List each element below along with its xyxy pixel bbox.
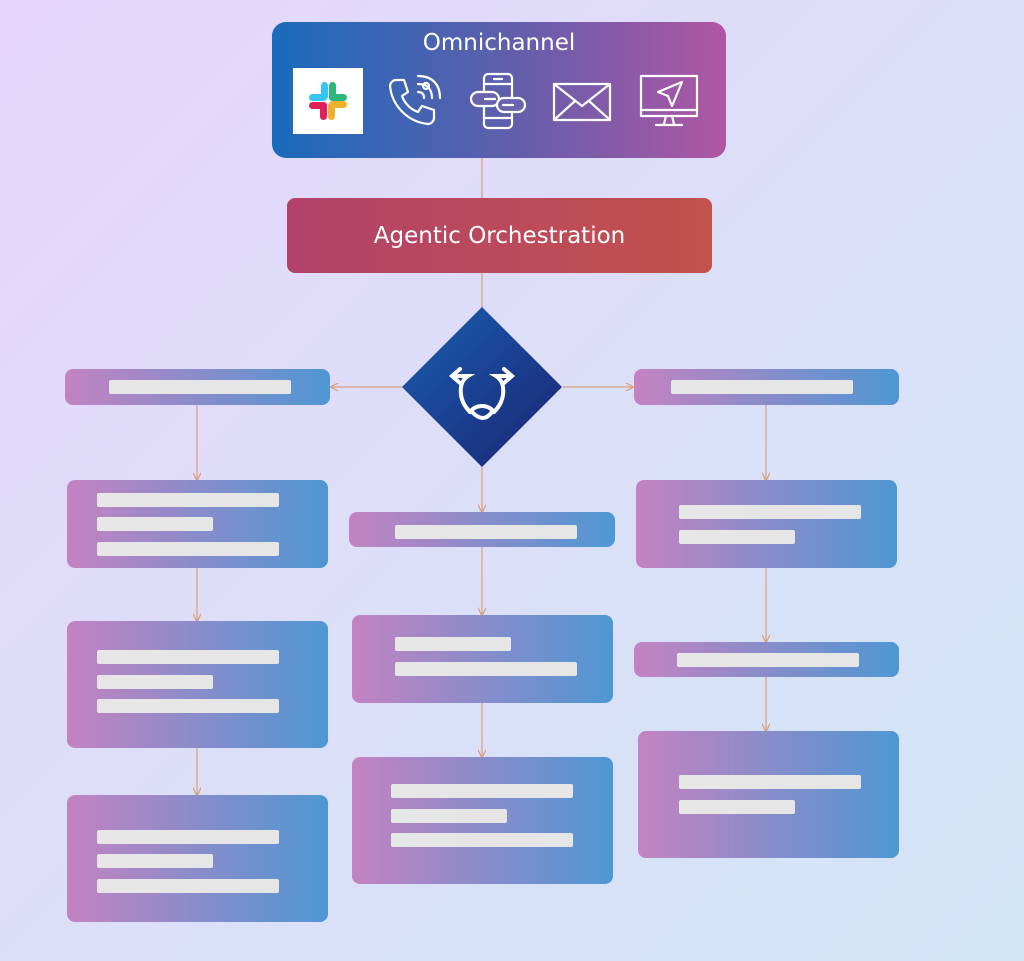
left-step-card-3 bbox=[67, 795, 328, 922]
left-branch-header bbox=[65, 369, 330, 405]
placeholder-bar bbox=[97, 699, 279, 713]
slack-logo[interactable] bbox=[293, 68, 363, 134]
right-branch-header bbox=[634, 369, 899, 405]
middle-step-card-2 bbox=[352, 757, 613, 884]
placeholder-bar bbox=[97, 854, 213, 868]
placeholder-bar bbox=[97, 542, 279, 556]
placeholder-bar bbox=[97, 675, 213, 689]
placeholder-bar bbox=[391, 833, 573, 847]
placeholder-bar bbox=[97, 650, 279, 664]
left-step-card-1 bbox=[67, 480, 328, 568]
right-step-card-1 bbox=[636, 480, 897, 568]
monitor-navigation-icon[interactable] bbox=[634, 68, 704, 134]
email-icon[interactable] bbox=[547, 68, 617, 134]
agentic-orchestration-box: Agentic Orchestration bbox=[287, 198, 712, 273]
placeholder-bar bbox=[671, 380, 853, 394]
placeholder-bar bbox=[679, 800, 795, 814]
decision-diamond bbox=[402, 307, 562, 467]
mobile-chat-link-icon[interactable] bbox=[463, 68, 533, 134]
placeholder-bar bbox=[97, 830, 279, 844]
placeholder-bar bbox=[679, 505, 861, 519]
placeholder-bar bbox=[391, 784, 573, 798]
placeholder-bar bbox=[97, 493, 279, 507]
placeholder-bar bbox=[109, 380, 291, 394]
omnichannel-box: Omnichannel bbox=[272, 22, 726, 158]
right-branch-subheader bbox=[634, 642, 899, 677]
placeholder-bar bbox=[677, 653, 859, 667]
placeholder-bar bbox=[395, 637, 511, 651]
placeholder-bar bbox=[97, 879, 279, 893]
phone-call-icon[interactable] bbox=[378, 68, 448, 134]
placeholder-bar bbox=[395, 525, 577, 539]
middle-step-card-1 bbox=[352, 615, 613, 703]
split-routing-icon bbox=[448, 367, 516, 420]
left-step-card-2 bbox=[67, 621, 328, 748]
right-step-card-2 bbox=[638, 731, 899, 858]
placeholder-bar bbox=[391, 809, 507, 823]
middle-branch-header bbox=[349, 512, 615, 547]
omnichannel-title: Omnichannel bbox=[422, 30, 576, 56]
placeholder-bar bbox=[395, 662, 577, 676]
placeholder-bar bbox=[679, 530, 795, 544]
placeholder-bar bbox=[679, 775, 861, 789]
placeholder-bar bbox=[97, 517, 213, 531]
